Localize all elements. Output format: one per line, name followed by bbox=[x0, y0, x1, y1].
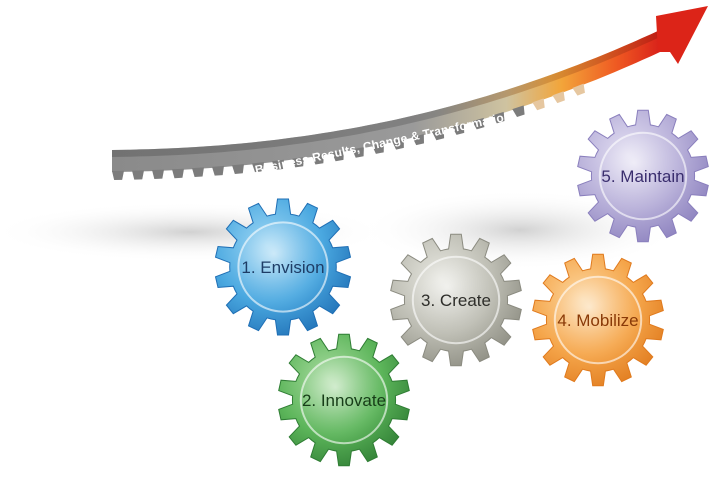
gear-label-innovate: 2. Innovate bbox=[302, 391, 386, 410]
rack-tooth bbox=[292, 157, 304, 168]
rack-tooth bbox=[452, 123, 465, 135]
gear-label-create: 3. Create bbox=[421, 291, 491, 310]
gear-hub bbox=[553, 275, 643, 365]
rack-tooth bbox=[472, 117, 485, 130]
gear-innovate: 2. Innovate bbox=[278, 333, 410, 467]
rack-tooth bbox=[532, 98, 545, 111]
gear-label-envision: 1. Envision bbox=[241, 258, 324, 277]
rack-tooth bbox=[212, 165, 224, 176]
rack-tooth bbox=[112, 170, 124, 180]
rack-tooth bbox=[492, 111, 505, 124]
rack-tooth bbox=[172, 168, 184, 179]
rack-tooth bbox=[392, 138, 404, 150]
rack-tooth bbox=[412, 134, 424, 146]
gear-hub bbox=[598, 131, 688, 221]
gear-mobilize: 4. Mobilize bbox=[532, 253, 664, 387]
rack-tooth bbox=[432, 129, 445, 141]
arrow-head bbox=[656, 6, 708, 64]
rack-tooth bbox=[352, 147, 364, 158]
gear-hub bbox=[411, 255, 501, 345]
gear-hub bbox=[299, 355, 389, 445]
rack-tooth bbox=[332, 150, 344, 162]
rack-tooth bbox=[152, 169, 164, 179]
gear-group: 5. Maintain 4. Mobilize 3. Create 2. Innova… bbox=[214, 109, 709, 467]
rack-tooth bbox=[192, 167, 204, 178]
gear-hub bbox=[237, 221, 329, 313]
gear-create: 3. Create bbox=[390, 233, 522, 367]
rack-tooth bbox=[232, 164, 244, 175]
gear-maintain: 5. Maintain bbox=[577, 109, 709, 243]
results-arrow-band bbox=[112, 6, 708, 180]
band-body bbox=[112, 30, 660, 172]
rack-tooth bbox=[252, 162, 264, 173]
rack-tooth bbox=[512, 105, 525, 117]
rack-tooth bbox=[572, 83, 585, 96]
rack-tooth bbox=[272, 159, 284, 170]
gear-envision: 1. Envision bbox=[214, 198, 352, 336]
gear-label-maintain: 5. Maintain bbox=[601, 167, 684, 186]
gear-label-mobilize: 4. Mobilize bbox=[557, 311, 638, 330]
rack-tooth bbox=[552, 91, 565, 104]
rack-tooth bbox=[132, 170, 144, 180]
rack-tooth bbox=[372, 143, 384, 154]
rack-tooth bbox=[312, 154, 324, 165]
